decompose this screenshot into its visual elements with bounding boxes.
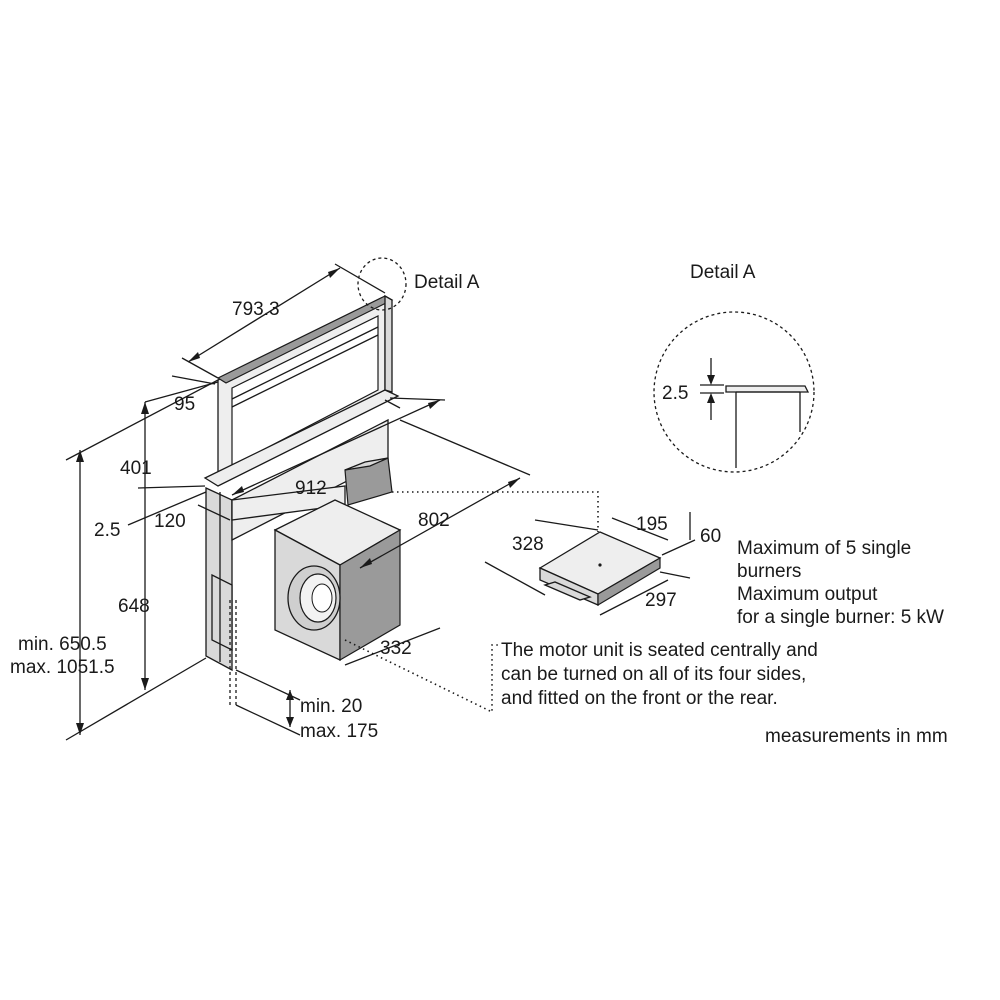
dim-body-label: 648 — [118, 596, 150, 617]
arrowheads-main — [76, 268, 520, 735]
dim-depth-top-label: 95 — [174, 394, 195, 415]
note-burners-line-3: Maximum output — [737, 584, 878, 605]
dim-width-label: 793.3 — [232, 299, 280, 320]
dim-tray-width-label: 328 — [512, 534, 544, 555]
note-burners-line-4: for a single burner: 5 kW — [737, 607, 944, 628]
detail-a-drawing — [653, 311, 815, 473]
dim-offset-label: 120 — [154, 511, 186, 532]
dim-tray-height-label: 60 — [700, 526, 721, 547]
dim-motor-length-label: 802 — [418, 510, 450, 531]
lower-housing — [205, 418, 393, 705]
dimension-lines-main — [65, 257, 599, 741]
note-burners-line-2: burners — [737, 561, 801, 582]
downdraft-panel — [203, 294, 401, 487]
units-note: measurements in mm — [765, 726, 948, 747]
note-motor-line-1: The motor unit is seated centrally and — [501, 640, 818, 661]
motor-unit — [273, 499, 402, 662]
tray-drawing — [484, 512, 696, 616]
dim-total-max-label: max. 1051.5 — [10, 657, 115, 678]
dim-clear-min-label: min. 20 — [300, 696, 362, 717]
dim-duct-length-label: 912 — [295, 478, 327, 499]
detail-a-callout-label: Detail A — [414, 272, 480, 293]
dim-motor-depth-label: 332 — [380, 638, 412, 659]
note-burners-line-1: Maximum of 5 single — [737, 538, 911, 559]
dim-total-min-label: min. 650.5 — [18, 634, 107, 655]
dim-clear-max-label: max. 175 — [300, 721, 378, 742]
note-motor-line-3: and fitted on the front or the rear. — [501, 688, 778, 709]
dim-tray-depth-label: 195 — [636, 514, 668, 535]
detail-a-gap-label: 2.5 — [662, 383, 688, 404]
dim-height-visible-label: 401 — [120, 458, 152, 479]
note-motor-line-2: can be turned on all of its four sides, — [501, 664, 806, 685]
detail-a-title: Detail A — [690, 262, 756, 283]
dim-gap-label: 2.5 — [94, 520, 120, 541]
dim-tray-length-label: 297 — [645, 590, 677, 611]
